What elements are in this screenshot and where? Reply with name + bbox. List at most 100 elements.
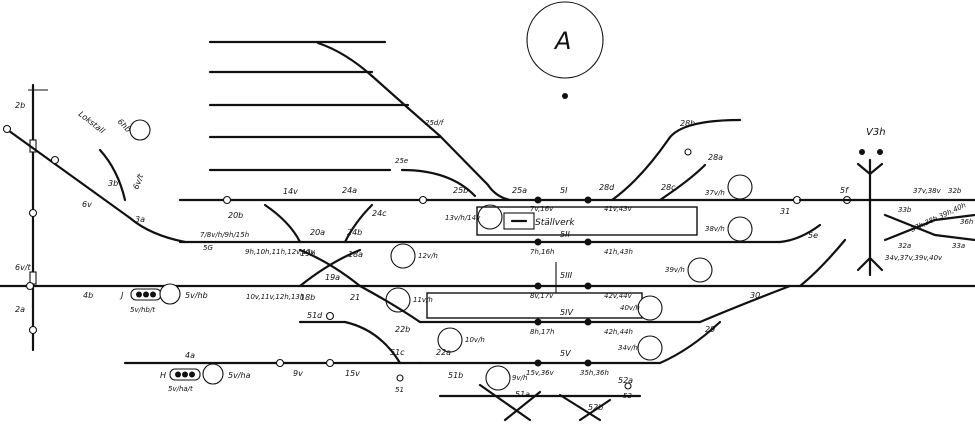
label-5iv: 5IV (560, 308, 573, 317)
label-36h: 36h (960, 218, 973, 226)
label-28d: 28d (599, 183, 615, 192)
stub-sidings: 25d/f 25e (208, 40, 512, 202)
label-3b: 3b (108, 179, 118, 188)
label-511: 5II (560, 230, 570, 239)
label-10v11v: 10v,11v,12h,13h (246, 293, 304, 301)
label-33a: 33a (952, 242, 965, 250)
label-lokstall: Lokstall (77, 109, 107, 135)
label-8h17h: 8h,17h (530, 328, 554, 336)
label-9h10h: 9h,10h,11h,12v,13v (245, 248, 316, 256)
label-6v: 6v (82, 200, 92, 209)
label-9vh: 9v/h (512, 374, 527, 382)
label-28a: 28a (708, 153, 723, 162)
label-32b: 32b (948, 187, 962, 195)
label-52b: 52b (588, 403, 603, 412)
label-v3h: V3h (866, 127, 886, 138)
label-J: J (119, 291, 124, 300)
label-7-8v: 7/8v/h/9h/15h (200, 231, 249, 239)
label-41v43v: 41v,43v (604, 205, 633, 213)
label-6vt: 6v/t (131, 172, 145, 191)
title-letter: A (553, 27, 571, 55)
label-40vh: 40v/h (620, 304, 640, 312)
label-33b: 33b (898, 206, 912, 214)
label-41h43h: 41h,43h (604, 248, 633, 256)
label-13vh: 13v/h/14v (445, 214, 481, 222)
label-15v36v: 15v,36v (526, 369, 555, 377)
station-building: Ställverk (476, 206, 698, 236)
label-11vh: 11v/h (413, 296, 433, 304)
label-8v17v: 8v,17v (530, 292, 554, 300)
label-39vh: 39v/h (665, 266, 685, 274)
label-10vh: 10v/h (465, 336, 485, 344)
label-18a: 18a (348, 250, 363, 259)
label-31: 31 (780, 207, 790, 216)
label-4b: 4b (83, 291, 93, 300)
bottom-crossings: 51a 52b (438, 383, 642, 422)
label-7v16v: 7v,16v (530, 205, 554, 213)
track-row-4: 51d 22b 5IV 8h,17h 42h,44h 40v/h 29 10v/… (298, 284, 792, 353)
label-34v37v: 34v,37v,39v,40v (885, 254, 943, 262)
label-28c: 28c (661, 183, 676, 192)
track-row-1: 14v 24a 25b 25a 5I 28d 28c 5f 37v,38v 32… (178, 183, 975, 230)
label-34vh: 34v/h (618, 344, 638, 352)
label-9v: 9v (293, 369, 303, 378)
label-H: H (160, 371, 166, 380)
track-row-5: 4a H 5v/ha/t 5v/ha 9v 15v 51c 22a 51 51b… (123, 320, 722, 400)
label-38vh: 38v/h (705, 225, 725, 233)
label-5vhbt: 5v/hb/t (130, 306, 155, 314)
label-52a: 52a (618, 376, 633, 385)
branch-28: 28b 28a 37v/h (610, 118, 753, 202)
label-5vhb: 5v/hb (185, 291, 208, 300)
label-25e: 25e (395, 157, 408, 165)
label-5iii: 5III (560, 271, 573, 280)
label-51: 5I (560, 186, 568, 195)
label-5f: 5f (840, 186, 849, 195)
label-20b: 20b (228, 211, 243, 220)
label-22a: 22a (436, 348, 451, 357)
label-2b: 2b (15, 101, 25, 110)
track-row-3: 5e 4b J 5v/hb/t 5v/hb 10v,11v,12h,13h 19… (0, 231, 975, 314)
label-20a: 20a (310, 228, 325, 237)
label-37v38v: 37v,38v (913, 187, 942, 195)
label-12vh: 12v/h (418, 252, 438, 260)
label-32a: 32a (898, 242, 911, 250)
label-35h36h: 35h,36h (580, 369, 609, 377)
title-circle: A (526, 1, 604, 99)
label-6vt2: 6v/t (15, 263, 32, 272)
label-24b: 24b (347, 228, 362, 237)
label-21: 21 (350, 293, 360, 302)
label-51a: 51a (515, 390, 530, 399)
label-42v44v: 42v,44v (604, 292, 633, 300)
label-14v: 14v (283, 187, 298, 196)
label-51d: 51d (307, 311, 323, 320)
track-row-2: 7/8v/h/9h/15h 5G 20b 20a 24b 24c 18a 19b… (178, 203, 822, 269)
label-5vhat: 5v/ha/t (168, 385, 193, 393)
label-5g: 5G (203, 244, 213, 252)
label-25b: 25b (453, 186, 468, 195)
label-3a: 3a (135, 215, 145, 224)
label-stallverk: Ställverk (535, 218, 575, 228)
label-25d: 25d/f (425, 119, 445, 127)
label-28b: 28b (680, 119, 695, 128)
label-19a: 19a (325, 273, 340, 282)
label-22b: 22b (395, 325, 410, 334)
label-4a: 4a (185, 351, 195, 360)
label-25a: 25a (512, 186, 527, 195)
label-30: 30 (750, 291, 760, 300)
label-2a: 2a (15, 305, 25, 314)
label-24a: 24a (342, 186, 357, 195)
label-37vh: 37v/h (705, 189, 725, 197)
label-51c: 51c (390, 348, 405, 357)
left-section: 2b 2a Lokstall 6hb 6v/t 3b 3a 6v (2, 83, 187, 352)
label-24c: 24c (372, 209, 387, 218)
label-51: 51 (395, 386, 404, 394)
label-15v: 15v (345, 369, 360, 378)
label-18b: 18b (300, 293, 315, 302)
crossover-18-19 (298, 248, 362, 288)
label-5vha: 5v/ha (228, 371, 251, 380)
label-5v: 5V (560, 349, 571, 358)
label-5e: 5e (808, 231, 818, 240)
label-7h16h: 7h,16h (530, 248, 554, 256)
label-51b: 51b (448, 371, 463, 380)
